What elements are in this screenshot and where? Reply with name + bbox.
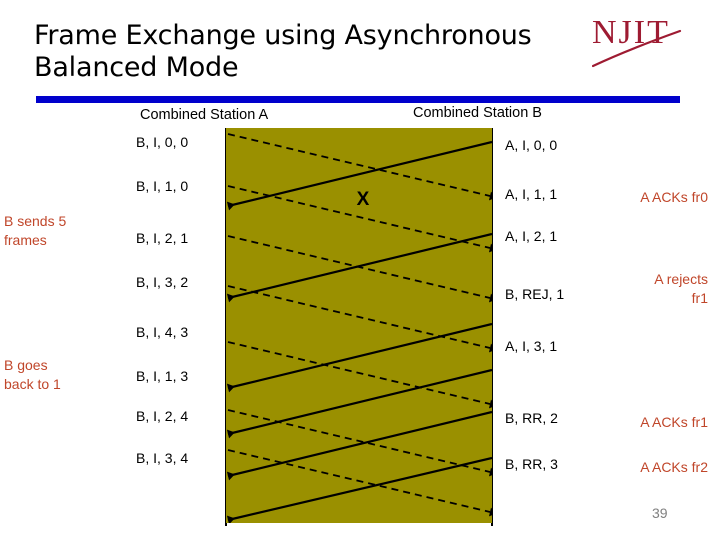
- header-divider: [36, 96, 680, 103]
- frame-arrow-a-to-b-3: [227, 285, 492, 353]
- frame-arrow-b-to-a-1: [226, 232, 492, 303]
- frame-exchange-diagram: X: [226, 128, 492, 523]
- lost-frame-x-icon: X: [357, 189, 370, 210]
- frame-label-a-7: B, I, 3, 4: [136, 450, 189, 466]
- frame-arrow-b-to-a-5: [226, 456, 492, 523]
- frame-label-b-4: A, I, 3, 1: [505, 338, 558, 354]
- frame-label-b-2: A, I, 2, 1: [505, 228, 558, 244]
- frame-arrow-b-to-a-3: [226, 368, 492, 439]
- frame-arrow-a-to-b-5: [227, 409, 492, 477]
- frame-arrow-a-to-b-2: [227, 235, 492, 303]
- frame-label-a-3: B, I, 3, 2: [136, 274, 189, 290]
- njit-logo: NJIT: [591, 14, 684, 70]
- page-title: Frame Exchange using Asynchronous Balanc…: [34, 20, 532, 83]
- frame-label-a-0: B, I, 0, 0: [136, 134, 189, 150]
- page-number: 39: [652, 505, 668, 521]
- annotation-right-2: A ACKs fr1: [640, 414, 708, 430]
- frame-arrow-b-to-a-2: [226, 322, 492, 393]
- frame-label-a-4: B, I, 4, 3: [136, 324, 189, 340]
- frame-arrow-a-to-b-0: [227, 133, 492, 201]
- frame-arrow-a-to-b-4: [227, 341, 492, 409]
- frame-label-b-1: A, I, 1, 1: [505, 186, 558, 202]
- frame-arrow-b-to-a-0: [226, 140, 492, 211]
- frame-label-a-6: B, I, 2, 4: [136, 408, 189, 424]
- station-b-header: Combined Station B: [413, 105, 542, 121]
- frame-arrow-a-to-b-6: [227, 449, 492, 517]
- annotation-right-0: A ACKs fr0: [640, 189, 708, 205]
- frame-label-b-0: A, I, 0, 0: [505, 137, 558, 153]
- frame-label-b-6: B, RR, 3: [505, 456, 558, 472]
- annotation-right-3: A ACKs fr2: [640, 459, 708, 475]
- frame-arrow-a-to-b-1: [227, 185, 492, 253]
- njit-swoosh-icon: [591, 29, 682, 68]
- njit-logo-text: NJIT: [592, 14, 670, 51]
- station-a-header: Combined Station A: [140, 107, 269, 123]
- frame-arrow-b-to-a-4: [226, 410, 492, 481]
- frame-label-a-2: B, I, 2, 1: [136, 230, 189, 246]
- frame-label-b-5: B, RR, 2: [505, 410, 558, 426]
- frame-label-b-3: B, REJ, 1: [505, 286, 565, 302]
- frame-label-a-1: B, I, 1, 0: [136, 178, 189, 194]
- station-b-timeline: [491, 128, 493, 526]
- diagram-arrows: X: [226, 133, 492, 523]
- frame-label-a-5: B, I, 1, 3: [136, 368, 189, 384]
